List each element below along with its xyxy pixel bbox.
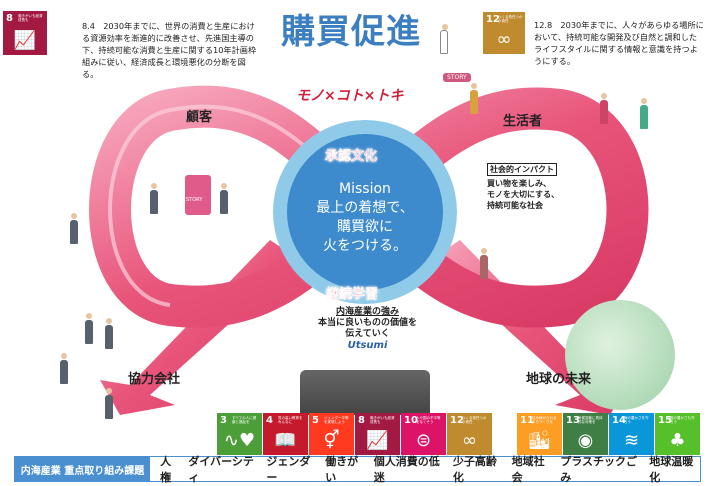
fish-icon: ≋ (623, 430, 640, 451)
social-impact: 社会的インパクト 買い物を楽しみ、 モノを大切にする、 持続可能な社会 (487, 163, 560, 210)
mission-circle (287, 134, 443, 290)
person-figure (105, 388, 113, 419)
goal-8-text: 8.4 2030年までに、世界の消費と生産における資源効率を漸進的に改善させ、先… (82, 21, 257, 79)
priority-issues-heading: 内海産業 重点取り組み課題 (15, 457, 151, 481)
label-partner: 協力会社 (128, 372, 181, 387)
mission-text: Mission 最上の着想で、 購買欲に 火をつける。 (316, 181, 414, 254)
priority-issue: ジェンダー (266, 455, 311, 484)
infinity-icon: ∞ (462, 430, 477, 451)
label-earth-future: 地球の未来 (526, 372, 592, 387)
sdg-goal-8-badge: 8 働きがいも経済成長も 📈 (3, 11, 47, 55)
infinity-icon: ∞ (496, 29, 512, 50)
person-figure (640, 98, 648, 129)
story-gift-box (185, 175, 211, 215)
person-figure (105, 318, 113, 349)
person-figure (85, 313, 93, 344)
priority-issue: 人権 (160, 455, 172, 484)
social-impact-heading: 社会的インパクト (487, 163, 557, 176)
person-figure (440, 24, 448, 54)
tagline: モノ×コト×トキ (296, 88, 404, 104)
person-figure (60, 353, 68, 384)
city-icon: 🏙 (528, 430, 551, 451)
book-icon: 📖 (274, 430, 297, 451)
heartbeat-icon: ∿♥ (223, 430, 256, 451)
priority-issue: 地域社会 (511, 455, 545, 484)
label-customer: 顧客 (186, 110, 213, 125)
growth-chart-icon: 📈 (13, 30, 37, 51)
person-figure (480, 248, 488, 279)
page-title: 購買促進 (281, 12, 421, 52)
building-crowd (300, 370, 430, 415)
company-strength: 内海産業の強み 本当に良いものの価値を 伝えていく Utsumi (295, 307, 440, 351)
recognition-culture-label: 承認文化 (325, 149, 378, 164)
priority-issues-list: 人権ダイバーシティジェンダー働きがい個人消費の低迷少子高齢化地域社会プラスチック… (150, 455, 700, 484)
priority-issue: プラスチックごみ (560, 455, 638, 484)
priority-issue: 地球温暖化 (649, 455, 694, 484)
person-figure (70, 213, 78, 244)
label-consumer: 生活者 (503, 114, 543, 129)
eye-globe-icon: ◉ (577, 430, 594, 451)
person-figure (600, 93, 608, 124)
story-bubble: STORY (186, 197, 203, 203)
sdg-goal-12-badge: 12 つくる責任つかう責任 ∞ (483, 12, 525, 54)
person-figure (150, 183, 158, 214)
story-bubble-2: STORY (443, 73, 471, 82)
priority-issues-bar: 内海産業 重点取り組み課題 人権ダイバーシティジェンダー働きがい個人消費の低迷少… (14, 455, 701, 484)
person-figure (220, 183, 228, 214)
priority-issue: ダイバーシティ (188, 455, 254, 484)
utsumi-logo: Utsumi (347, 340, 388, 351)
growth-chart-icon: 📈 (366, 430, 389, 451)
gender-icon: ⚥ (323, 430, 340, 451)
tree-icon: ♣ (669, 430, 686, 451)
goal-12-text: 12.8 2030年までに、人々があらゆる場所において、持続可能な開発及び自然と… (534, 20, 704, 66)
equality-icon: ⊜ (415, 430, 432, 451)
earth-globe (565, 300, 675, 410)
continuous-learning-label: 継続学習 (326, 287, 379, 302)
priority-issue: 働きがい (325, 455, 359, 484)
person-figure (470, 83, 478, 114)
priority-issue: 個人消費の低迷 (373, 455, 440, 484)
priority-issue: 少子高齢化 (452, 455, 497, 484)
